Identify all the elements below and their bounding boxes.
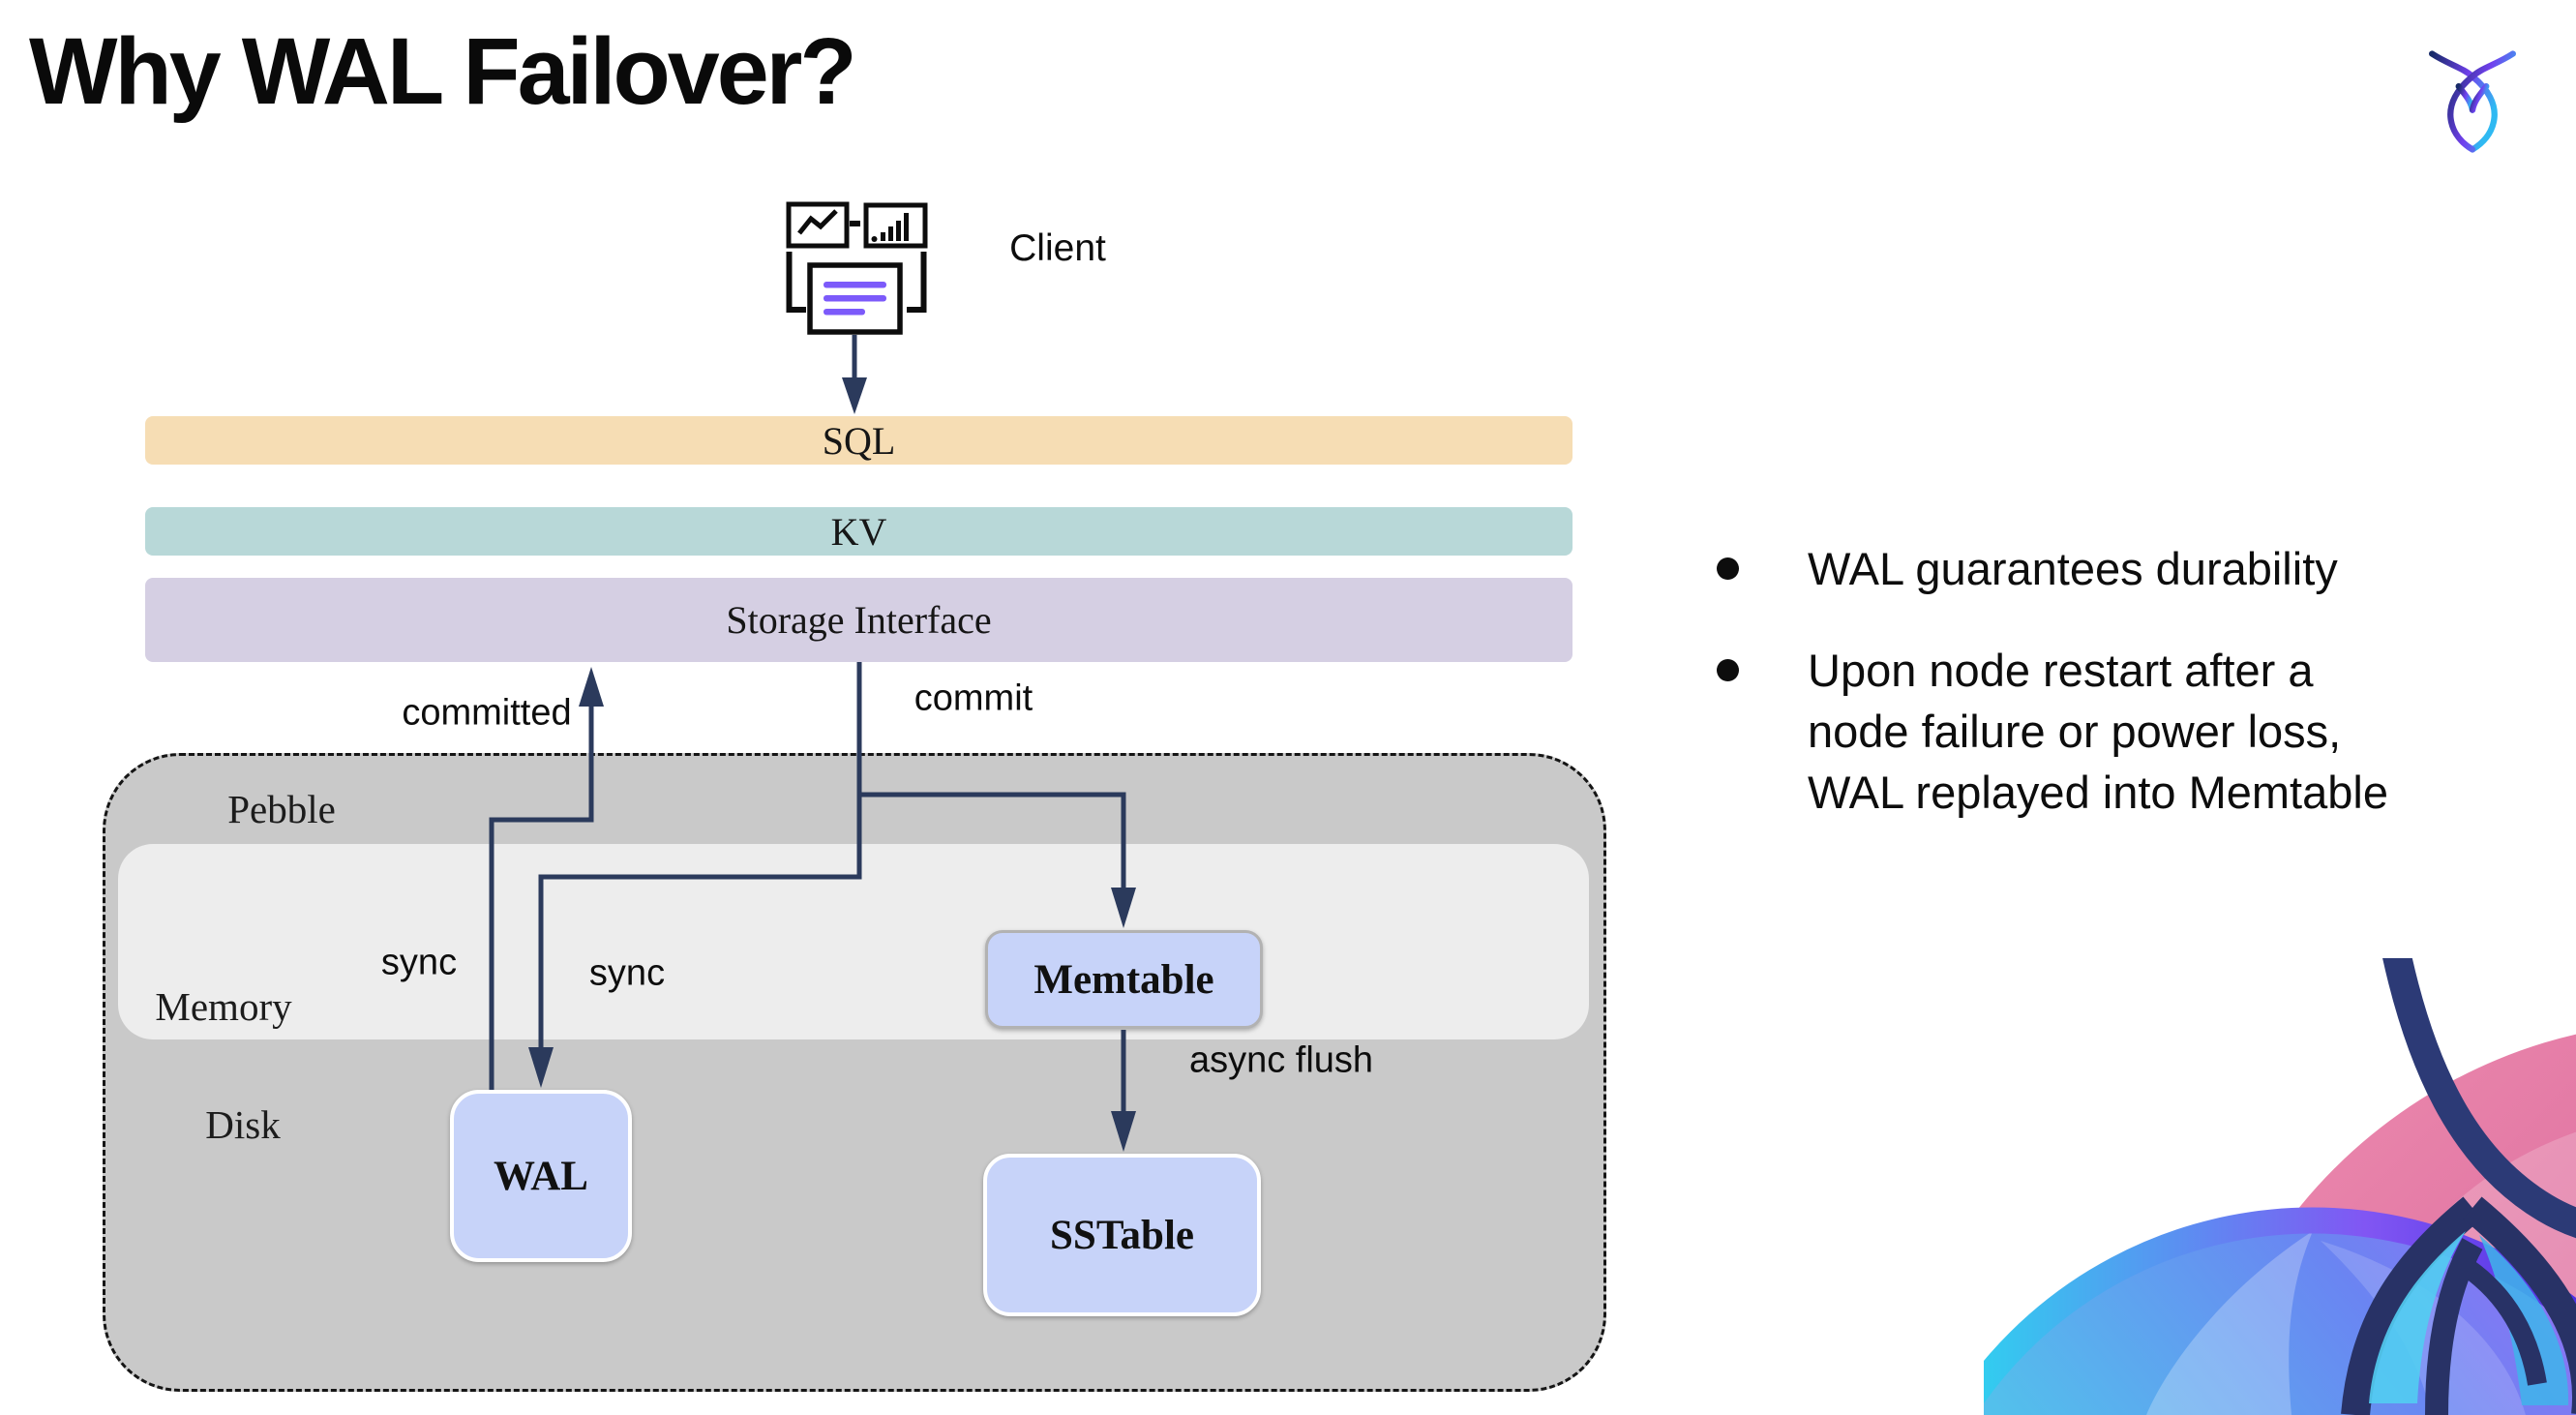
layer-kv-label: KV <box>830 509 887 554</box>
navy-antenna <box>2382 958 2576 1239</box>
bullet-text: WAL guarantees durability <box>1808 543 2338 594</box>
chart-line-icon <box>786 201 850 249</box>
sstable-node: SSTable <box>983 1154 1261 1316</box>
bullet-dot <box>1717 659 1739 681</box>
purple-rim-arc <box>1984 1207 2576 1404</box>
disk-label: Disk <box>205 1102 281 1147</box>
client-label: Client <box>1009 227 1106 269</box>
sync-right-label: sync <box>588 952 666 994</box>
committed-label: committed <box>402 692 572 734</box>
sync-left-label: sync <box>380 942 458 983</box>
document-icon <box>807 262 903 335</box>
client-icon <box>786 201 928 335</box>
brand-art <box>1984 958 2576 1415</box>
leaf-vein <box>2425 1238 2483 1415</box>
wal-node: WAL <box>450 1090 632 1262</box>
leaf-fill <box>2369 1231 2466 1403</box>
page-title: Why WAL Failover? <box>29 18 857 124</box>
layer-kv: KV <box>145 507 1573 556</box>
memtable-node: Memtable <box>985 930 1263 1029</box>
petal-highlight <box>2146 1231 2313 1415</box>
cockroachdb-logo-icon <box>2429 50 2516 153</box>
commit-label: commit <box>914 677 1033 719</box>
layer-storage-interface: Storage Interface <box>145 578 1573 662</box>
layer-sql-label: SQL <box>822 418 896 463</box>
dash-connector <box>850 221 860 226</box>
memory-label: Memory <box>155 984 292 1029</box>
bullet-dot <box>1717 557 1739 580</box>
leaf-left-edge <box>2341 1196 2482 1415</box>
list-item: WAL guarantees durability <box>1705 538 2489 599</box>
bullet-text: Upon node restart after a node failure o… <box>1808 645 2388 818</box>
wal-label: WAL <box>494 1153 588 1199</box>
bullet-list: WAL guarantees durability Upon node rest… <box>1705 538 2489 823</box>
leaf-right-edge <box>2463 1196 2576 1415</box>
layer-sql: SQL <box>145 416 1573 465</box>
memory-band <box>118 844 1589 1039</box>
arrowhead-down-sql <box>842 377 867 414</box>
layer-storage-label: Storage Interface <box>726 598 992 642</box>
pebble-label: Pebble <box>227 787 336 831</box>
bracket-icons <box>786 252 927 313</box>
memtable-label: Memtable <box>1033 956 1214 1003</box>
leaf-vein-branch <box>2462 1259 2547 1386</box>
chart-bars-icon <box>863 202 928 249</box>
async-flush-label: async flush <box>1188 1039 1374 1081</box>
list-item: Upon node restart after a node failure o… <box>1705 640 2489 823</box>
sstable-label: SSTable <box>1049 1212 1194 1258</box>
arrowhead-up-storage <box>579 667 604 707</box>
